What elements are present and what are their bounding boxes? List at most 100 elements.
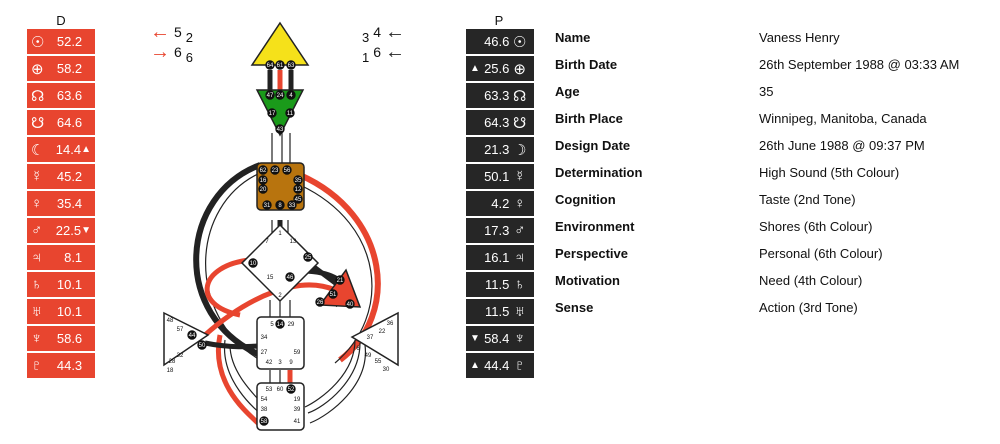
personality-planet-row: 21.3☽ xyxy=(466,137,534,162)
gate-circle xyxy=(258,184,268,194)
gate-number: 30 xyxy=(383,367,390,373)
planet-value: 22.5 xyxy=(55,223,82,238)
moon-icon: ☽ xyxy=(512,141,527,159)
planet-value: 11.5 xyxy=(485,304,510,319)
planet-value: 8.1 xyxy=(64,250,83,265)
info-value: Need (4th Colour) xyxy=(759,273,863,288)
planet-value: 10.1 xyxy=(56,277,83,292)
gate-circle xyxy=(275,200,285,210)
info-value: Taste (2nd Tone) xyxy=(759,192,856,207)
sun-icon: ☉ xyxy=(512,33,527,51)
gate-number: 57 xyxy=(177,327,184,333)
personality-planet-row: 11.5♅ xyxy=(466,299,534,324)
gate-number: 38 xyxy=(261,407,268,413)
personality-planet-row: 4.2♀ xyxy=(466,191,534,216)
design-planet-row: ♄10.1 xyxy=(27,272,95,297)
arrow-main-number: 6 xyxy=(373,44,382,60)
left-arrow-icon: ← xyxy=(150,21,170,43)
gate-circle xyxy=(267,108,277,118)
planet-marker: ▲ xyxy=(81,144,91,155)
gate-number: 31 xyxy=(264,203,271,209)
gate-number: 5 xyxy=(270,322,274,328)
mercury-icon: ☿ xyxy=(514,168,526,185)
personality-planet-row: 63.3☊ xyxy=(466,83,534,108)
planet-value: 4.2 xyxy=(491,196,510,211)
gate-number: 62 xyxy=(260,168,267,174)
gate-number: 37 xyxy=(367,335,374,341)
gate-number: 60 xyxy=(277,387,284,393)
gate-number: 39 xyxy=(294,407,301,413)
uranus-icon: ♅ xyxy=(31,303,43,320)
heart-center xyxy=(318,268,362,308)
design-planet-row: ☋ 64.6 xyxy=(27,110,95,135)
gate-number: 11 xyxy=(287,111,294,117)
north-node-icon: ☊ xyxy=(513,87,527,105)
info-label: Design Date xyxy=(555,138,631,153)
planet-value: 21.3 xyxy=(484,142,510,157)
gate-number: 32 xyxy=(177,353,184,359)
channel-arc-3 xyxy=(215,334,262,427)
gate-number: 20 xyxy=(260,187,267,193)
personality-planet-row: ▼58.4♆ xyxy=(466,326,534,351)
info-label: Name xyxy=(555,30,591,45)
personality-planet-row: 17.3♂ xyxy=(466,218,534,243)
root-center xyxy=(256,382,305,431)
planet-value: 58.2 xyxy=(56,61,83,76)
gate-number: 64 xyxy=(267,63,274,69)
gate-number: 52 xyxy=(288,387,295,393)
planet-value: 64.6 xyxy=(56,115,83,130)
gate-number: 9 xyxy=(289,360,293,366)
head-center xyxy=(250,21,310,66)
info-label: Cognition xyxy=(555,192,616,207)
info-label: Motivation xyxy=(555,273,620,288)
gate-number: 7 xyxy=(265,239,269,245)
planet-value: 25.6 xyxy=(484,61,510,76)
gate-number: 45 xyxy=(295,197,302,203)
planet-value: 44.3 xyxy=(56,358,83,373)
south-node-icon: ☋ xyxy=(513,114,527,132)
gate-number: 14 xyxy=(277,322,284,328)
gate-number: 18 xyxy=(167,368,174,374)
gate-circle xyxy=(187,330,197,340)
gate-number: 41 xyxy=(294,419,301,425)
info-label: Environment xyxy=(555,219,635,234)
info-value: 35 xyxy=(759,84,774,99)
saturn-icon: ♄ xyxy=(514,276,526,293)
design-planet-row: ☊63.6 xyxy=(27,83,95,108)
gate-number: 48 xyxy=(167,318,174,324)
channel-arc-6 xyxy=(309,344,366,424)
gate-circle xyxy=(286,384,296,394)
gate-circle xyxy=(285,272,295,282)
gate-number: 56 xyxy=(284,168,291,174)
gate-number: 46 xyxy=(287,275,294,281)
gate-circle xyxy=(345,299,355,309)
personality-planet-row: 11.5♄ xyxy=(466,272,534,297)
arrow-sub-number: 3 xyxy=(362,29,370,45)
info-value: 26th September 1988 @ 03:33 AM xyxy=(759,57,960,72)
personality-planet-row: ▲25.6⊕ xyxy=(466,56,534,81)
design-planet-row: ♇ 44.3 xyxy=(27,353,95,378)
channel-outer-left xyxy=(193,162,262,358)
planet-value: 14.4 xyxy=(55,142,82,157)
personality-planet-row: 16.1♃ xyxy=(466,245,534,270)
gate-number: 58 xyxy=(261,419,268,425)
channel-outer-left-2 xyxy=(205,172,261,361)
arrow-sub-number: 6 xyxy=(185,49,194,65)
gate-circle xyxy=(285,108,295,118)
personality-planet-row: 46.6☉ xyxy=(466,29,534,54)
gate-circle xyxy=(293,175,303,185)
info-value: Action (3rd Tone) xyxy=(759,300,858,315)
info-value: Shores (6th Colour) xyxy=(759,219,873,234)
personality-planet-row: 64.3☋ xyxy=(466,110,534,135)
gate-number: 3 xyxy=(278,360,282,366)
pluto-icon: ♇ xyxy=(31,357,43,374)
gate-circle xyxy=(275,90,285,100)
gate-number: 8 xyxy=(278,203,282,209)
gate-circle xyxy=(287,200,297,210)
gate-number: 4 xyxy=(289,93,293,99)
south-node-icon: ☋ xyxy=(31,114,45,132)
